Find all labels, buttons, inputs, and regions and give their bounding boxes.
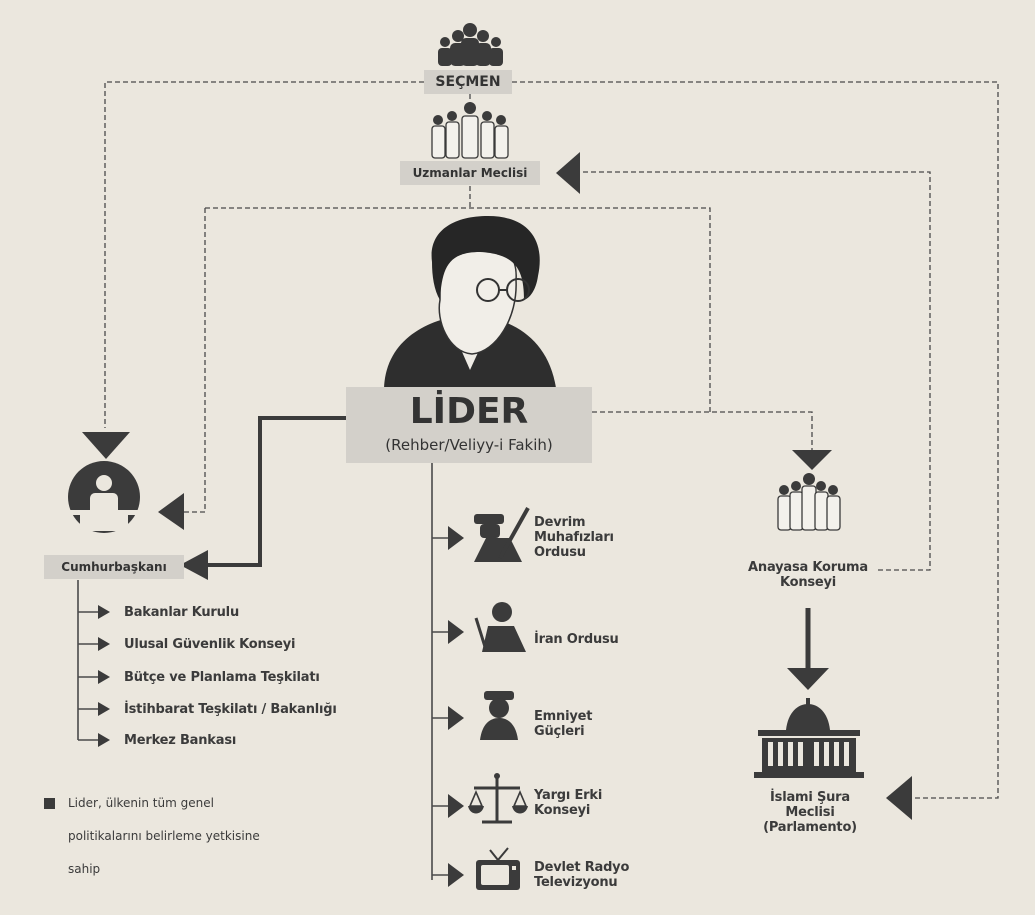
note-line2: politikalarını belirleme yetkisine [68,829,260,843]
podium-speaker-icon [68,461,140,533]
connector-voters-parliament [512,81,999,799]
parliament-building-icon [754,698,864,778]
parliament-label: İslami Şura Meclisi (Parlamento) [740,790,880,835]
cleric-portrait-icon [384,216,556,388]
experts-label: Uzmanlar Meclisi [400,161,540,185]
note-text: Lider, ülkenin tüm genel politikalarını … [68,796,260,877]
leader-subtitle: (Rehber/Veliyy-i Fakih) [385,436,553,454]
guardian-council-line2: Konseyi [779,575,837,590]
arrow-to-president-top [82,432,130,459]
arrow-to-guardian [792,450,832,470]
body-state-broadcaster-line2: Televizyonu [534,875,618,890]
body-revolutionary-guards-line1: Devrim [534,515,586,530]
body-state-broadcaster-line1: Devlet Radyo [534,860,630,875]
connector-guardian-experts [580,171,931,571]
leader-title: LİDER [409,391,529,432]
arrow-leader-body-2 [448,620,464,644]
guardian-council-line1: Anayasa Koruma [748,560,868,575]
arrow-leader-president [180,550,208,580]
note-line3: sahip [68,862,101,876]
arrow-president-item-1 [98,605,110,619]
president-item-2: Ulusal Güvenlik Konseyi [124,637,296,652]
voters-label: SEÇMEN [424,70,512,94]
leader-branches [432,537,450,876]
president-item-1: Bakanlar Kurulu [124,605,239,620]
scales-icon [468,773,528,824]
body-revolutionary-guards-line2: Muhafızları [534,530,614,545]
connector-leader-president [205,416,346,567]
arrow-to-parliament-side [886,776,912,820]
arrow-president-item-2 [98,637,110,651]
body-judiciary-line1: Yargı Erki [534,788,603,803]
parliament-line2: Meclisi [785,805,835,820]
president-tree-branches [78,611,98,741]
soldier-icon [474,507,530,562]
president-item-4: İstihbarat Teşkilatı / Bakanlığı [124,702,337,717]
arrow-president-item-5 [98,733,110,747]
body-police-line2: Güçleri [534,724,585,739]
guardian-council-label: Anayasa Koruma Konseyi [728,560,888,590]
body-iran-army: İran Ordusu [534,632,619,647]
arrow-president-item-4 [98,702,110,716]
arrow-leader-body-3 [448,706,464,730]
note-line1: Lider, ülkenin tüm genel [68,796,214,810]
police-officer-icon [480,691,518,740]
body-police: Emniyet Güçleri [534,709,592,739]
connector-bracket [205,207,711,412]
arrow-to-experts [556,152,580,194]
television-icon [476,847,520,890]
body-revolutionary-guards-line3: Ordusu [534,545,586,560]
arrow-leader-body-1 [448,526,464,550]
body-state-broadcaster: Devlet Radyo Televizyonu [534,860,629,890]
body-judiciary-line2: Konseyi [534,803,591,818]
arrow-to-president-side [158,493,184,530]
body-revolutionary-guards: Devrim Muhafızları Ordusu [534,515,614,560]
connector-voters-president [104,81,424,428]
council-members-icon [777,473,841,531]
arrow-president-item-3 [98,670,110,684]
parliament-line3: (Parlamento) [763,820,857,835]
leader-box: LİDER (Rehber/Veliyy-i Fakih) [346,387,592,463]
president-label: Cumhurbaşkanı [44,555,184,579]
president-item-5: Merkez Bankası [124,733,237,748]
connector-bracket-president [182,208,206,513]
crowd-icon [438,23,503,66]
arrow-leader-body-4 [448,794,464,818]
body-judiciary: Yargı Erki Konseyi [534,788,602,818]
assembly-members-icon [431,102,509,159]
army-soldier-icon [474,602,526,652]
body-police-line1: Emniyet [534,709,593,724]
note-bullet [44,798,55,809]
connector-leader-guardian [592,411,813,450]
parliament-line1: İslami Şura [770,790,850,805]
arrow-leader-body-5 [448,863,464,887]
president-item-3: Bütçe ve Planlama Teşkilatı [124,670,320,685]
arrow-guardian-parliament [787,668,829,690]
